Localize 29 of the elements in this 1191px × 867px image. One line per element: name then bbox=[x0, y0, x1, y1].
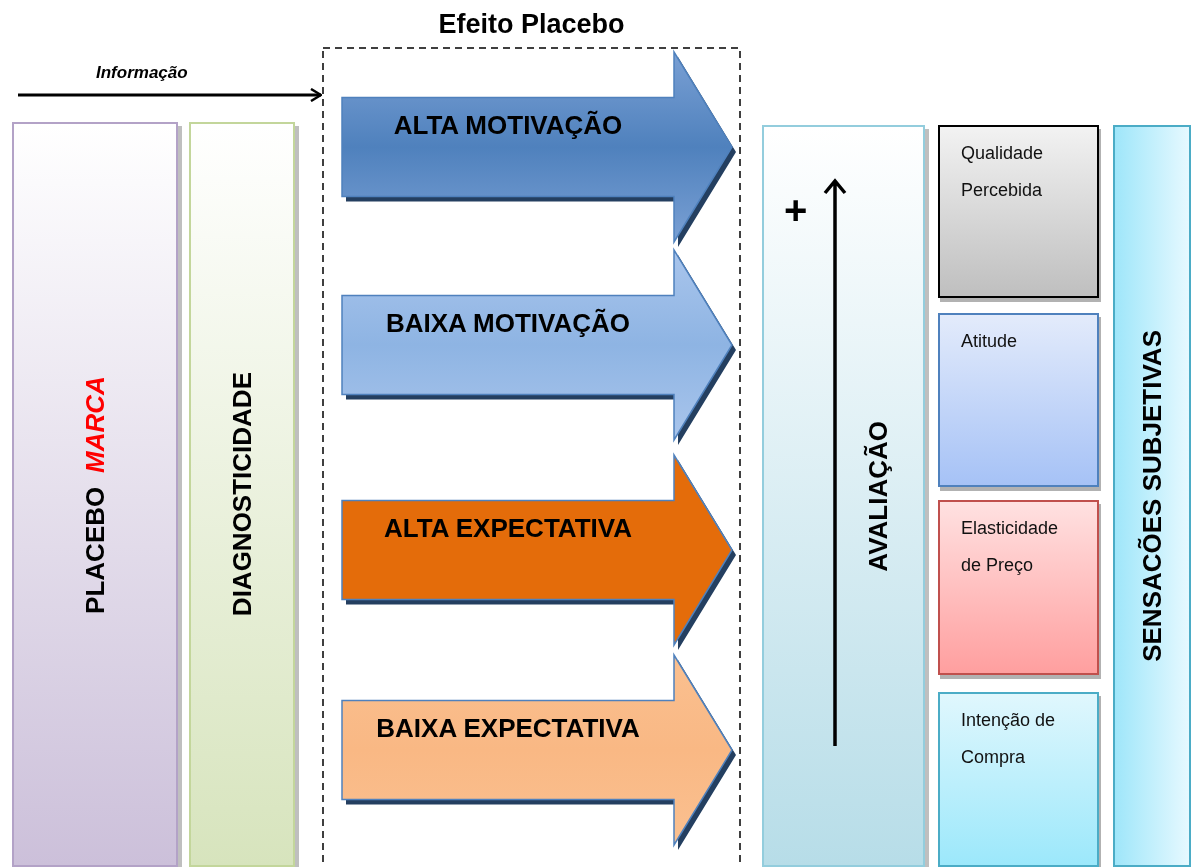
arrow-label: ALTA MOTIVAÇÃO bbox=[392, 109, 624, 141]
arrow-label: BAIXA MOTIVAÇÃO bbox=[384, 307, 632, 339]
vertical-label: DIAGNOSTICIDADE bbox=[226, 372, 258, 617]
edge-label: Informação bbox=[96, 63, 188, 83]
evaluation-panel bbox=[762, 125, 925, 867]
placebo-panel bbox=[12, 122, 178, 867]
vertical-label: SENSACÕES SUBJETIVAS bbox=[1136, 330, 1168, 662]
arrow-label: ALTA EXPECTATIVA bbox=[383, 512, 633, 544]
group-title: Efeito Placebo bbox=[437, 9, 626, 40]
diagnosticity-panel bbox=[189, 122, 295, 867]
pointed-banner bbox=[342, 52, 737, 248]
arrow-label: BAIXA EXPECTATIVA bbox=[375, 712, 641, 744]
pointed-banner bbox=[342, 250, 737, 446]
arrow bbox=[18, 87, 323, 103]
pointed-banner bbox=[342, 455, 737, 651]
vertical-label: AVALIAÇÃO bbox=[863, 420, 894, 572]
sensations-panel bbox=[1113, 125, 1191, 867]
box-label: Elasticidade de Preço bbox=[960, 517, 1060, 577]
vertical-label: MARCA bbox=[79, 375, 111, 473]
box-label: Qualidade Percebida bbox=[960, 142, 1045, 202]
vertical-label: PLACEBO bbox=[79, 486, 111, 614]
category-box bbox=[938, 313, 1099, 487]
category-box bbox=[938, 125, 1099, 298]
category-box bbox=[938, 692, 1099, 867]
category-box bbox=[938, 500, 1099, 675]
box-label: Atitude bbox=[960, 330, 1019, 353]
box-label: Intenção de Compra bbox=[960, 709, 1057, 769]
pointed-banner bbox=[342, 655, 737, 851]
plus-sign: + bbox=[784, 188, 808, 232]
